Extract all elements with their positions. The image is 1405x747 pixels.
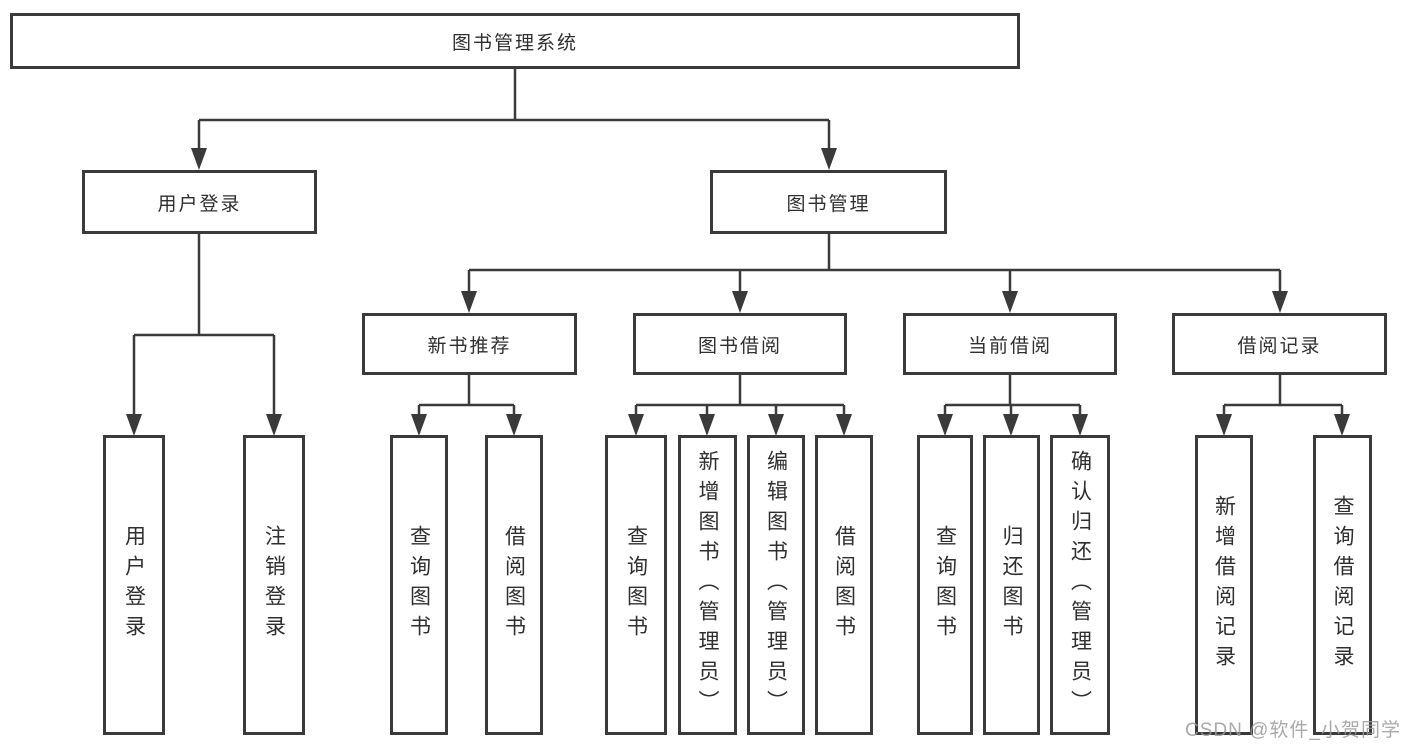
leaf-edit-books-admin: 编辑图书（管理员） [747,435,805,735]
leaf-borrow-books-recommend: 借阅图书 [485,435,543,735]
leaf-logout: 注销登录 [243,435,305,735]
leaf-query-books-borrowing: 查询图书 [605,435,667,735]
book-management-branch-line [467,234,1282,293]
leaf-user-login: 用户登录 [103,435,165,735]
node-borrowing-records: 借阅记录 [1172,313,1387,375]
node-book-borrowing: 图书借阅 [633,313,847,375]
leaf-confirm-return-admin-label: 确认归还（管理员） [1068,450,1092,720]
leaf-query-books-borrowing-label: 查询图书 [624,525,648,645]
borrow-record-branch-line [1222,375,1344,416]
root-branch-line [197,69,831,150]
node-library-system-label: 图书管理系统 [451,32,578,54]
node-book-borrowing-label: 图书借阅 [697,335,782,357]
current-borrow-branch-line [943,375,1082,416]
node-borrowing-records-label: 借阅记录 [1237,335,1322,357]
leaf-edit-books-admin-label: 编辑图书（管理员） [764,450,788,720]
node-user-login: 用户登录 [82,170,317,234]
leaf-query-books-recommend: 查询图书 [390,435,448,735]
leaf-query-borrow-record: 查询借阅记录 [1313,435,1372,735]
node-book-management-label: 图书管理 [786,193,871,215]
leaf-confirm-return-admin: 确认归还（管理员） [1050,435,1110,735]
leaf-query-books-current-label: 查询图书 [933,525,957,645]
leaf-add-books-admin: 新增图书（管理员） [678,435,737,735]
leaf-query-books-recommend-label: 查询图书 [407,525,431,645]
node-book-management: 图书管理 [710,170,947,234]
leaf-borrow-books-recommend-label: 借阅图书 [502,525,526,645]
user-login-branch-line [132,234,276,416]
node-library-system: 图书管理系统 [10,13,1020,69]
leaf-query-books-current: 查询图书 [917,435,973,735]
leaf-add-borrow-record-label: 新增借阅记录 [1212,495,1236,675]
leaf-return-books: 归还图书 [983,435,1040,735]
node-current-borrowing-label: 当前借阅 [967,335,1052,357]
watermark: CSDN @软件_小贺同学 [1185,720,1401,741]
node-user-login-label: 用户登录 [157,193,242,215]
book-borrow-branch-line [634,375,846,416]
leaf-user-login-label: 用户登录 [122,525,146,645]
leaf-borrow-books-label: 借阅图书 [832,525,856,645]
new-book-branch-line [417,375,516,416]
node-current-borrowing: 当前借阅 [903,313,1117,375]
node-new-book-recommend: 新书推荐 [362,313,577,375]
leaf-borrow-books: 借阅图书 [815,435,873,735]
leaf-query-borrow-record-label: 查询借阅记录 [1331,495,1354,675]
leaf-return-books-label: 归还图书 [1000,525,1023,645]
leaf-add-books-admin-label: 新增图书（管理员） [696,450,719,720]
leaf-add-borrow-record: 新增借阅记录 [1195,435,1253,735]
node-new-book-recommend-label: 新书推荐 [427,335,512,357]
leaf-logout-label: 注销登录 [262,525,286,645]
